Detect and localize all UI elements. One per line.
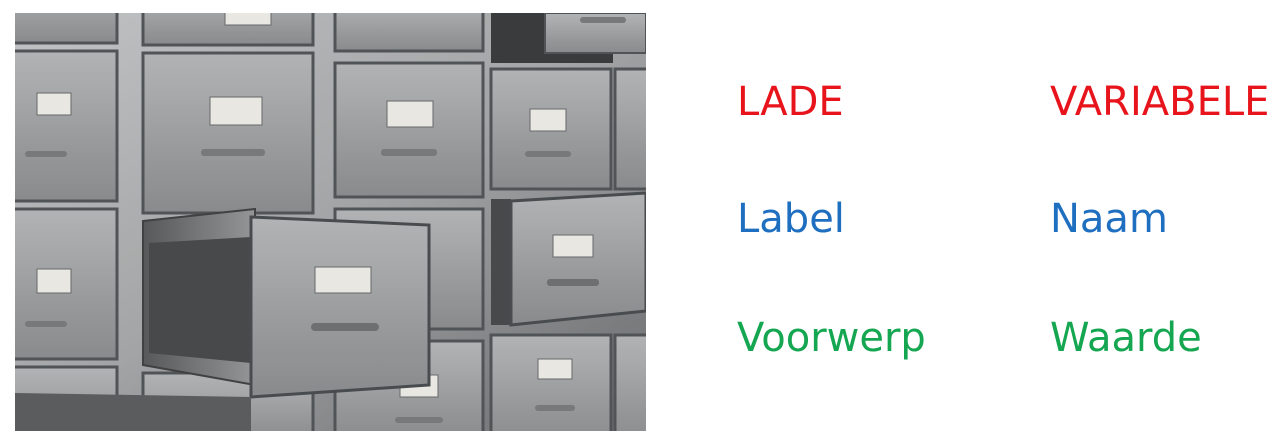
filing-cabinet-photo	[15, 13, 646, 431]
variabele-term: VARIABELE	[1050, 79, 1270, 125]
filing-cabinet-image	[15, 13, 646, 431]
label-term: Label	[737, 196, 845, 242]
lade-term: LADE	[737, 79, 844, 125]
naam-term: Naam	[1050, 196, 1168, 242]
voorwerp-term: Voorwerp	[737, 315, 926, 361]
waarde-term: Waarde	[1050, 315, 1202, 361]
